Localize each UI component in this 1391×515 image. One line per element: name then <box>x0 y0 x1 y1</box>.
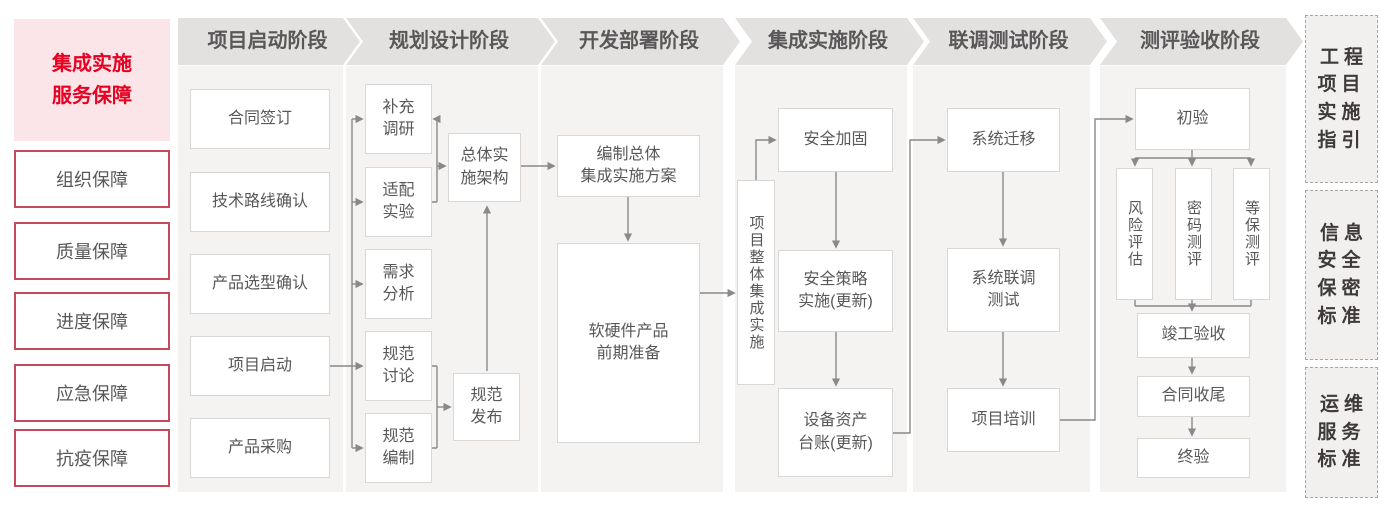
node-asset-ledger: 设备资产 台账(更新) <box>778 388 893 477</box>
node-contract-signing: 合同签订 <box>190 89 330 149</box>
node-overall-architecture: 总体实 施架构 <box>448 133 521 202</box>
node-spec-compilation: 规范 编制 <box>365 413 432 483</box>
node-product-procurement: 产品采购 <box>190 418 330 478</box>
standard-information-security-confidentiality: 信息 安全 保密 标准 <box>1305 190 1378 360</box>
guarantee-schedule: 进度保障 <box>14 292 170 350</box>
node-spec-release: 规范 发布 <box>453 373 520 441</box>
phase-label-project-kickoff: 项目启动阶段 <box>207 30 328 52</box>
phase-label-joint-testing: 联调测试阶段 <box>948 30 1069 52</box>
node-overall-integration: 项目整体集成实施 <box>737 180 775 385</box>
phase-label-planning-design: 规划设计阶段 <box>389 30 509 52</box>
node-security-policy: 安全策略 实施(更新) <box>778 250 893 332</box>
guarantee-epidemic: 抗疫保障 <box>14 429 170 487</box>
phase-label-integration: 集成实施阶段 <box>768 30 888 52</box>
node-project-kickoff: 项目启动 <box>190 336 330 396</box>
node-tech-route-confirm: 技术路线确认 <box>190 172 330 232</box>
node-supplement-research: 补充 调研 <box>365 84 432 154</box>
phase-label-evaluation-acceptance: 测评验收阶段 <box>1140 30 1260 52</box>
node-contract-closure: 合同收尾 <box>1137 376 1250 417</box>
guarantee-emergency: 应急保障 <box>14 364 170 422</box>
node-completion-acceptance: 竣工验收 <box>1137 313 1250 358</box>
connectors <box>330 114 1256 453</box>
node-initial-acceptance: 初验 <box>1135 88 1250 150</box>
node-project-training: 项目培训 <box>947 388 1060 452</box>
phase-banner-shapes <box>178 18 1303 65</box>
node-requirement-analysis: 需求 分析 <box>365 249 432 319</box>
node-product-selection-confirm: 产品选型确认 <box>190 254 330 314</box>
node-crypto-evaluation: 密码测评 <box>1175 168 1212 300</box>
node-overall-plan: 编制总体 集成实施方案 <box>557 135 700 197</box>
phase-label-dev-deployment: 开发部署阶段 <box>579 30 699 52</box>
sidebar-title: 集成实施 服务保障 <box>14 19 170 141</box>
node-adaptation-test: 适配 实验 <box>365 167 432 237</box>
guarantee-organization: 组织保障 <box>14 150 170 208</box>
node-final-acceptance: 终验 <box>1137 438 1250 478</box>
node-mlps-evaluation: 等保测评 <box>1233 168 1270 300</box>
node-spec-discussion: 规范 讨论 <box>365 331 432 401</box>
node-risk-assessment: 风险评估 <box>1116 168 1153 300</box>
node-product-preparation: 软硬件产品 前期准备 <box>557 243 700 443</box>
node-joint-debug-test: 系统联调 测试 <box>947 248 1060 332</box>
guarantee-quality: 质量保障 <box>14 222 170 280</box>
standard-project-implementation-guide: 工程 项目 实施 指引 <box>1305 15 1378 183</box>
standard-operation-maintenance-service: 运维 服务 标准 <box>1305 367 1378 498</box>
node-system-migration: 系统迁移 <box>947 108 1060 172</box>
node-security-hardening: 安全加固 <box>778 108 893 172</box>
